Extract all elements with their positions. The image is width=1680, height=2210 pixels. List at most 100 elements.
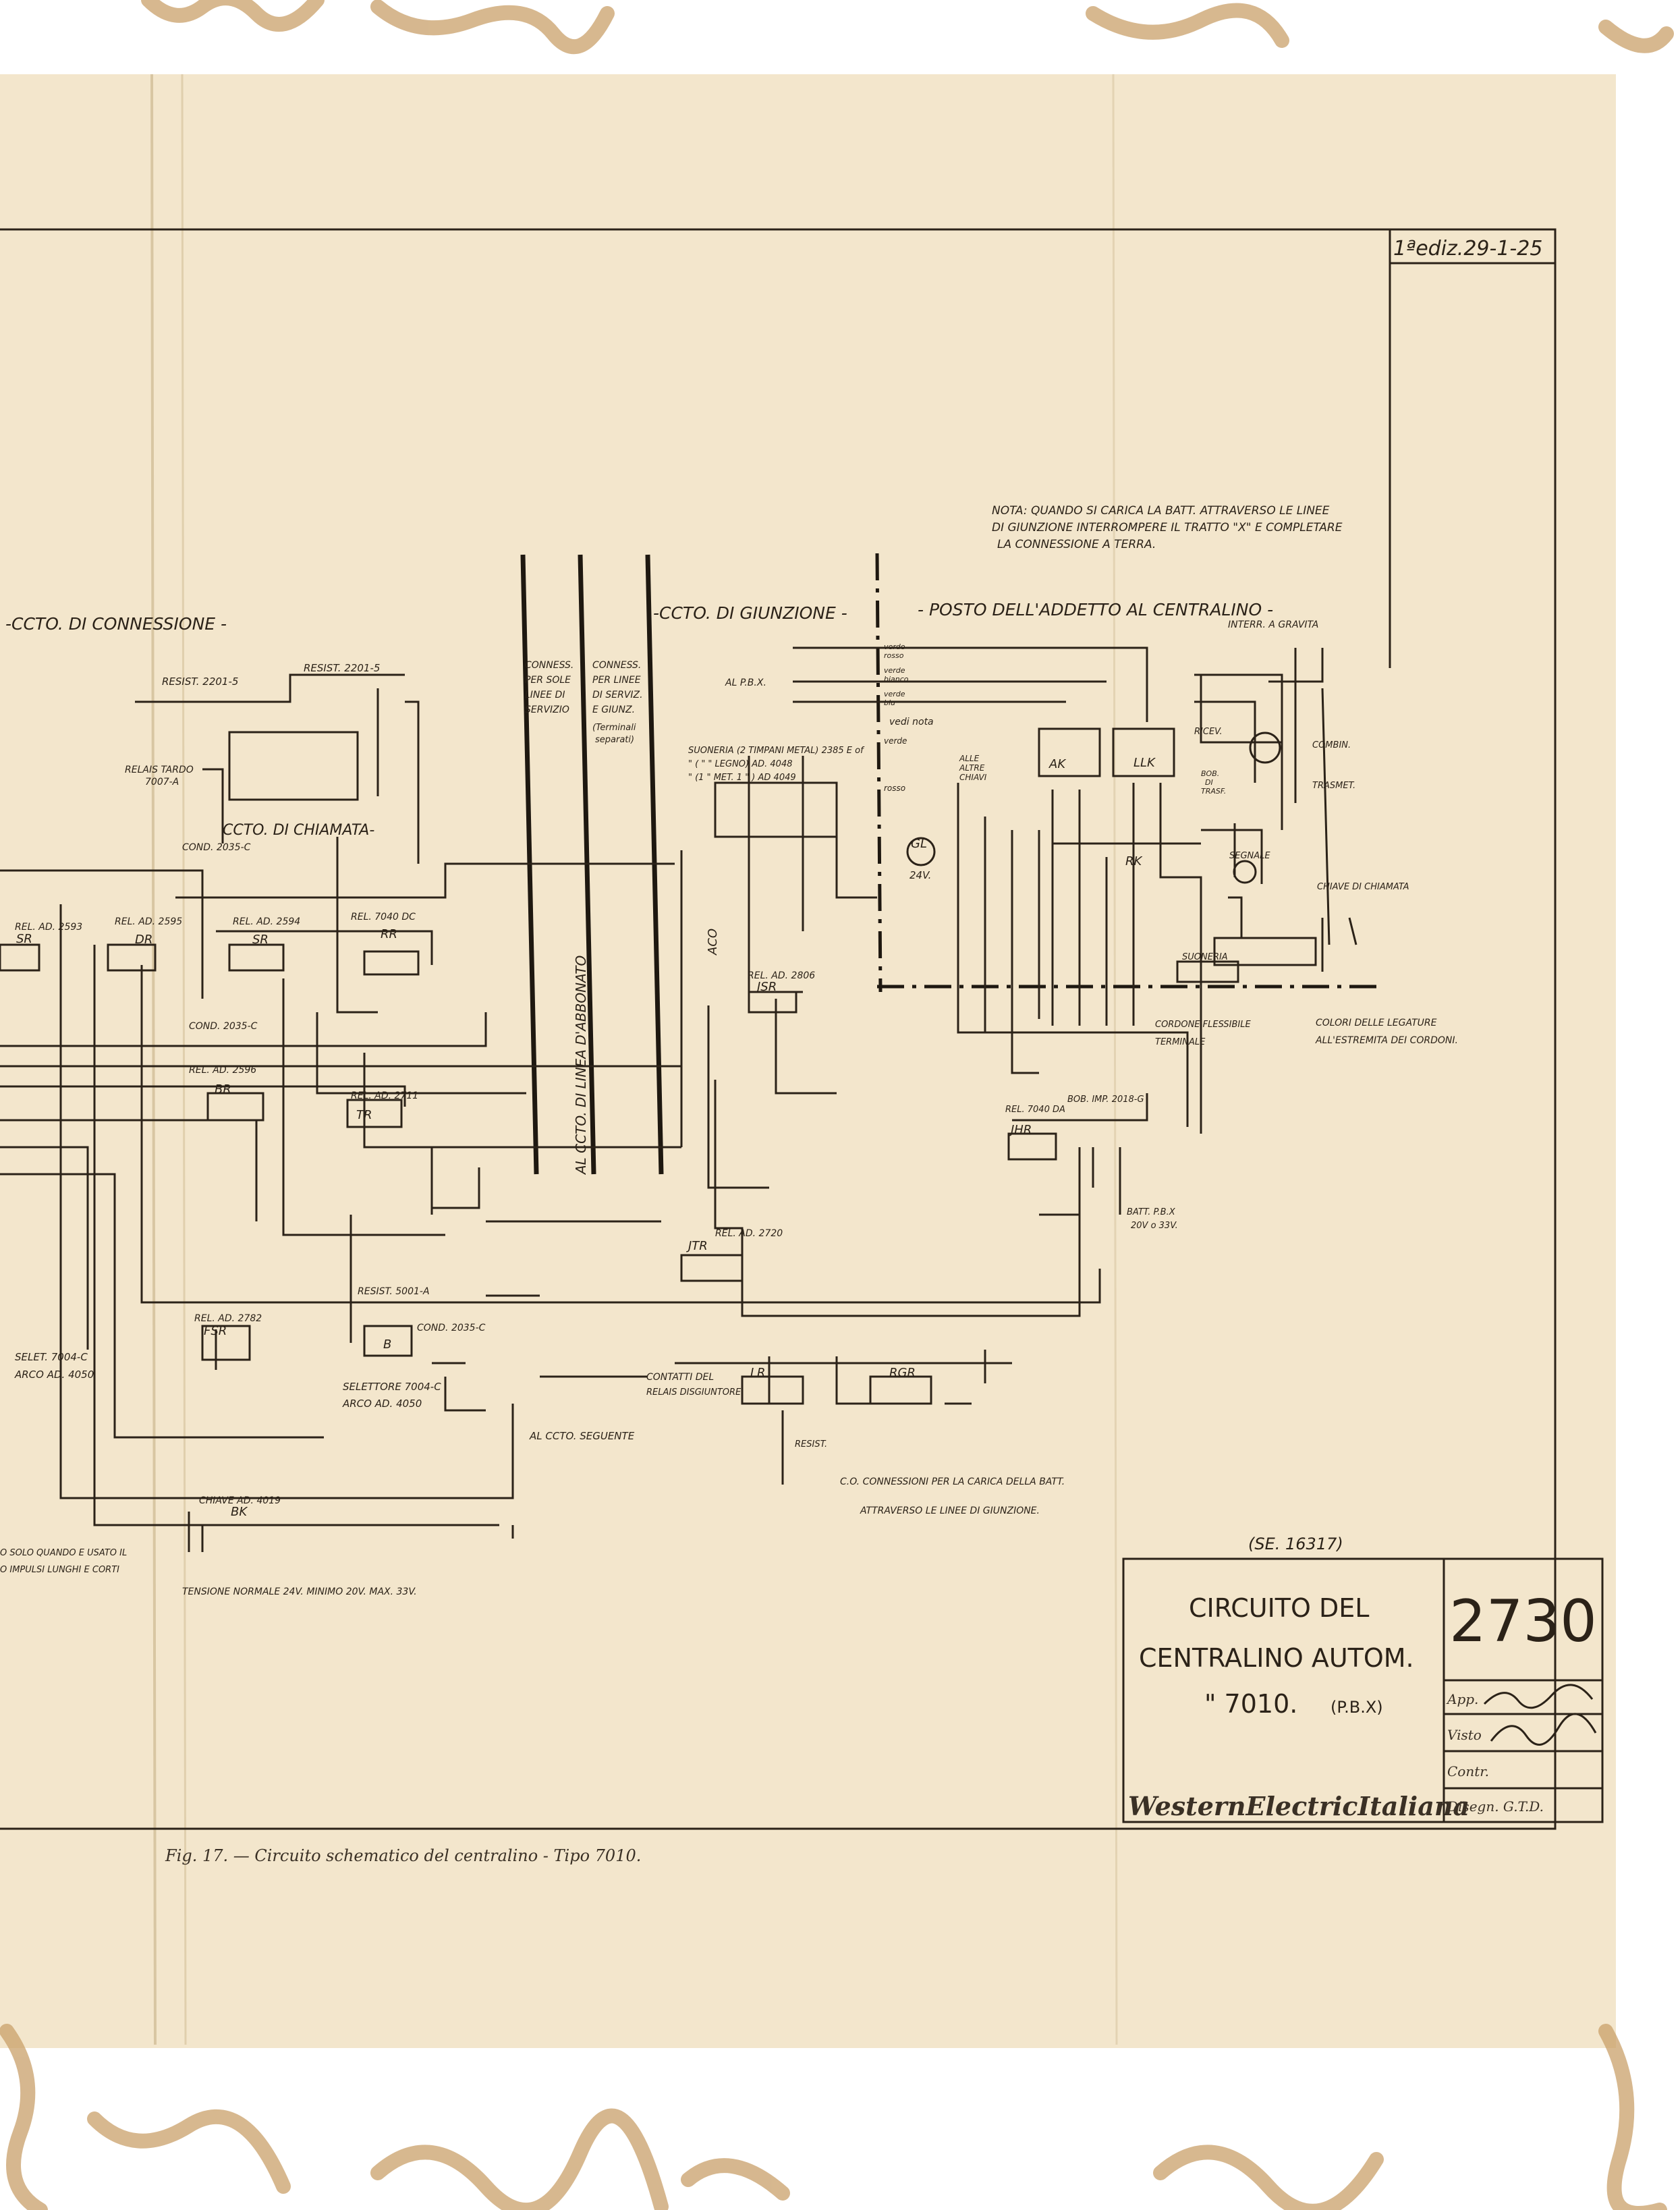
alle-altre-chiavi-line: ALLE [959,754,980,763]
wire-color: verde [884,736,907,746]
relay-boxes [0,727,1281,1405]
terminali-line: (Terminali [592,723,636,733]
resist-label: RESIST. [795,1439,827,1449]
rel-label: REL. AD. 2782 [194,1313,262,1324]
tensione-label: TENSIONE NORMALE 24V. MINIMO 20V. MAX. 3… [182,1586,417,1597]
selettore-label: SELETTORE 7004-C [343,1381,441,1393]
relay-tag: RR [381,927,397,941]
relay-tag: B [383,1337,391,1352]
edition-label: 1ªediz.29-1-25 [1393,237,1542,260]
cond-label: COND. 2035-C [182,842,251,853]
vedi-nota-label: vedi nota [889,717,934,727]
suoneria-label: SUONERIA [1182,952,1228,962]
selet-label: SELET. 7004-C [15,1351,88,1363]
note-line: DI GIUNZIONE INTERROMPERE IL TRATTO "X" … [992,521,1343,534]
figure-caption: Fig. 17. — Circuito schematico del centr… [165,1846,641,1865]
drawing-number: 2730 [1449,1588,1597,1655]
bob-trasf-line: BOB. [1201,769,1219,778]
wire-color: rosso [884,783,905,793]
chiave-chiamata-label: CHIAVE DI CHIAMATA [1317,882,1409,892]
relay-tag: AK [1048,757,1066,771]
batt-volt-label: 20V o 33V. [1131,1221,1178,1231]
wire-color: verde [884,666,905,675]
disegn-label: Disegn. G.T.D. [1447,1798,1544,1815]
conness-linee-line: CONNESS. [592,660,641,671]
estremita-label: ALL'ESTREMITA DEI CORDONI. [1315,1035,1458,1046]
co-conn-line: ATTRAVERSO LE LINEE DI GIUNZIONE. [860,1505,1040,1516]
arco-label: ARCO AD. 4050 [14,1369,94,1381]
conness-linee-line: DI SERVIZ. [592,690,643,700]
approvato-label: App. [1446,1691,1478,1707]
relais-tardo-num: 7007-A [145,777,179,788]
relay-tag: BR [215,1082,231,1097]
note-line: NOTA: QUANDO SI CARICA LA BATT. ATTRAVER… [992,504,1330,518]
relay-labels: RESIST. 2201-5 RESIST. 2201-5 RELAIS TAR… [0,619,1458,1597]
company-name: WesternElectricItaliana [1128,1791,1469,1821]
rel-label: REL. AD. 2806 [748,970,815,981]
terminali-line: separati) [595,735,634,745]
cordone-label: CORDONE FLESSIBILE [1155,1020,1251,1030]
arco-label: ARCO AD. 4050 [342,1398,422,1410]
relay-tag: SR [16,932,32,946]
rel-label: REL. AD. 2720 [715,1228,783,1239]
relay-tag: LR [750,1366,766,1380]
title-line: CIRCUITO DEL [1189,1593,1369,1623]
conness-sole-line: SERVIZIO [525,705,569,715]
chiave-label: CHIAVE AD. 4019 [199,1495,281,1506]
rel-label: REL. 7040 DA [1005,1105,1065,1115]
colori-label: COLORI DELLE LEGATURE [1316,1018,1437,1028]
relay-tag: JTR [686,1239,708,1253]
note-block: NOTA: QUANDO SI CARICA LA BATT. ATTRAVER… [992,504,1343,551]
cond-label: COND. 2035-C [417,1323,486,1333]
rel-label: REL. AD. 2596 [189,1065,256,1076]
wire-color: verde [884,642,905,651]
conness-sole-line: LINEE DI [525,690,565,700]
bob-trasf-line: DI [1205,778,1213,787]
rel-label: REL. AD. 2593 [15,922,82,933]
drawing-border [0,228,1557,1830]
wire-color: rosso [884,651,904,660]
section-connessione: -CCTO. DI CONNESSIONE - [5,614,227,634]
relais-disgiuntore-label: RELAIS DISGIUNTORE [646,1387,741,1398]
conness-linee-line: E GIUNZ. [592,705,635,715]
wire-color: bianco [884,675,909,684]
conness-sole-line: PER SOLE [525,675,571,686]
section-posto-addetto: - POSTO DELL'ADDETTO AL CENTRALINO - [918,600,1273,619]
terminale-label: TERMINALE [1155,1037,1206,1047]
wire-color: verde [884,690,905,698]
alle-altre-chiavi-line: CHIAVI [959,773,987,782]
al-ccto-linea-label: AL CCTO. DI LINEA D'ABBONATO [573,956,589,1176]
signature [1490,1713,1597,1746]
divider-line [875,553,883,993]
relay-tag: DR [135,933,152,947]
combin-label: COMBIN. [1312,740,1351,750]
bob-trasf-line: TRASF. [1201,787,1226,796]
title-line: CENTRALINO AUTOM. [1139,1643,1414,1673]
se-number-label: (SE. 16317) [1248,1535,1343,1553]
relay-tag: SR [252,933,269,947]
segnale-label: SEGNALE [1229,851,1270,861]
rel-label: REL. AD. 2594 [233,916,300,927]
rel-label: REL. 7040 DC [351,912,416,922]
alle-altre-chiavi-line: ALTRE [959,763,985,773]
gl-volt-label: 24V. [909,869,931,881]
relay-tag: JHR [1009,1123,1032,1137]
relay-tag: JSR [755,980,777,994]
suoneria-line: " ( " " LEGNO) AD. 4048 [688,759,792,769]
relay-tag: TR [356,1108,372,1122]
relay-tag: ACO [706,929,720,956]
resist-label: RESIST. 2201-5 [304,662,380,674]
batt-pbx-label: BATT. P.B.X [1127,1207,1176,1217]
solo-quando-label: O SOLO QUANDO E USATO IL [0,1548,127,1558]
title-suffix: (P.B.X) [1331,1698,1383,1717]
co-conn-line: C.O. CONNESSIONI PER LA CARICA DELLA BAT… [840,1476,1065,1487]
fold-line [150,74,157,2045]
conness-linee-line: PER LINEE [592,675,641,686]
suoneria-line: " (1 " MET. 1 " ) AD 4049 [688,773,796,783]
wire-color-labels: verde rosso verde bianco verde blu verde… [884,642,909,793]
conness-sole-line: CONNESS. [525,660,573,671]
relay-tag: RGR [889,1366,916,1380]
relay-tag: RK [1125,854,1143,868]
relay-tag: LLK [1133,756,1156,770]
